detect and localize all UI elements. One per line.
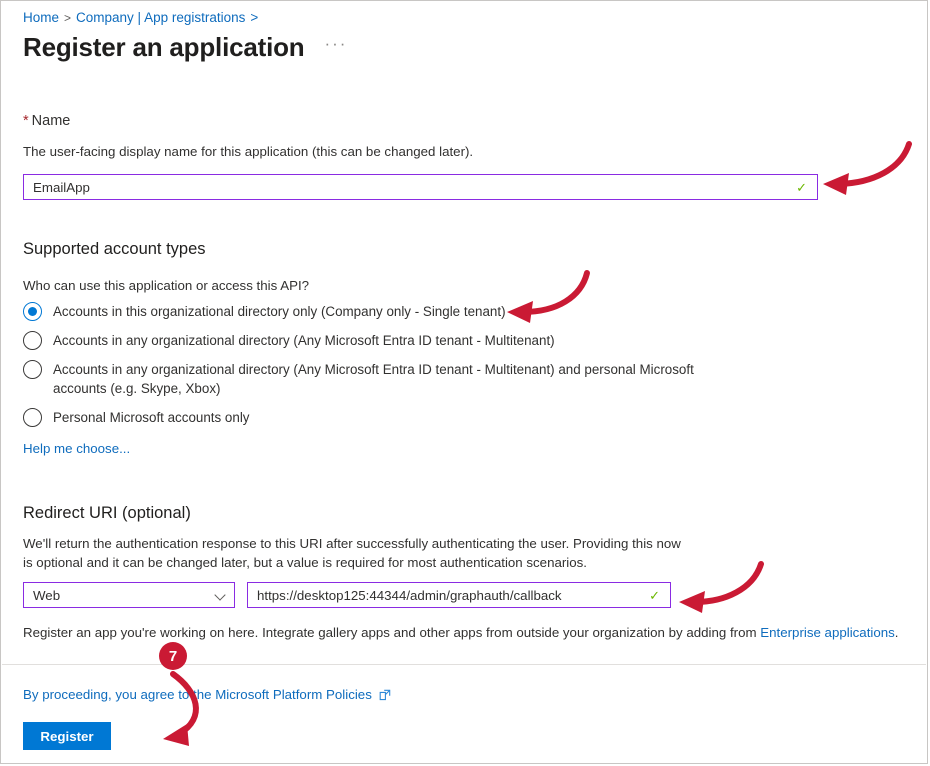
enterprise-applications-link[interactable]: Enterprise applications xyxy=(760,625,895,640)
note-text-before: Register an app you're working on here. … xyxy=(23,625,761,640)
supported-account-types-heading: Supported account types xyxy=(23,240,206,258)
more-options-icon[interactable]: ··· xyxy=(324,34,348,53)
redirect-uri-input[interactable]: https://desktop125:44344/admin/graphauth… xyxy=(247,582,671,608)
radio-option-personal-only[interactable]: Personal Microsoft accounts only xyxy=(23,408,713,427)
name-input-value: EmailApp xyxy=(33,179,90,195)
account-types-question: Who can use this application or access t… xyxy=(23,278,310,293)
valid-check-icon: ✓ xyxy=(796,179,807,195)
register-button[interactable]: Register xyxy=(23,722,111,750)
name-description: The user-facing display name for this ap… xyxy=(23,144,474,159)
redirect-uri-description: We'll return the authentication response… xyxy=(23,536,681,570)
name-label-text: Name xyxy=(31,113,71,129)
redirect-uri-platform-value: Web xyxy=(33,587,61,603)
name-label: *Name xyxy=(23,113,70,129)
radio-label-multitenant-personal: Accounts in any organizational directory… xyxy=(53,362,694,396)
redirect-uri-input-value: https://desktop125:44344/admin/graphauth… xyxy=(257,587,562,603)
external-link-icon xyxy=(379,689,391,701)
radio-option-multitenant[interactable]: Accounts in any organizational directory… xyxy=(23,331,713,350)
radio-icon-selected[interactable] xyxy=(23,302,42,321)
arrow-to-register-button xyxy=(163,671,199,746)
account-types-radio-group[interactable]: Accounts in this organizational director… xyxy=(23,302,713,437)
radio-option-multitenant-personal[interactable]: Accounts in any organizational directory… xyxy=(23,360,713,398)
chevron-down-icon xyxy=(216,590,226,600)
redirect-uri-heading: Redirect URI (optional) xyxy=(23,504,191,522)
radio-icon-unselected[interactable] xyxy=(23,360,42,379)
page-title: Register an application xyxy=(23,32,305,62)
radio-option-single-tenant[interactable]: Accounts in this organizational director… xyxy=(23,302,713,321)
register-app-note: Register an app you're working on here. … xyxy=(23,623,913,642)
breadcrumb-home[interactable]: Home xyxy=(23,10,60,25)
title-row: Register an application ··· xyxy=(23,31,347,63)
arrow-to-name-input xyxy=(823,141,912,195)
step-badge-7: 7 xyxy=(159,642,187,670)
platform-policies-link[interactable]: By proceeding, you agree to the Microsof… xyxy=(23,687,391,702)
radio-icon-unselected[interactable] xyxy=(23,408,42,427)
valid-check-icon: ✓ xyxy=(649,587,660,603)
radio-label-multitenant: Accounts in any organizational directory… xyxy=(53,333,555,348)
breadcrumb: Home > Company | App registrations > xyxy=(23,9,258,27)
breadcrumb-separator-icon: > xyxy=(64,11,72,25)
breadcrumb-company-app-registrations[interactable]: Company | App registrations xyxy=(76,10,246,25)
redirect-uri-platform-select[interactable]: Web xyxy=(23,582,235,608)
required-asterisk: * xyxy=(23,113,29,129)
note-text-after: . xyxy=(894,625,899,640)
platform-policies-text: By proceeding, you agree to the Microsof… xyxy=(23,687,372,702)
name-input[interactable]: EmailApp ✓ xyxy=(23,174,818,200)
help-me-choose-link[interactable]: Help me choose... xyxy=(23,441,131,456)
radio-label-personal-only: Personal Microsoft accounts only xyxy=(53,410,250,425)
footer-divider xyxy=(2,664,926,665)
arrow-to-redirect-uri xyxy=(679,561,764,613)
radio-label-single-tenant: Accounts in this organizational director… xyxy=(53,304,506,319)
radio-icon-unselected[interactable] xyxy=(23,331,42,350)
breadcrumb-trailing-separator: > xyxy=(250,10,259,25)
